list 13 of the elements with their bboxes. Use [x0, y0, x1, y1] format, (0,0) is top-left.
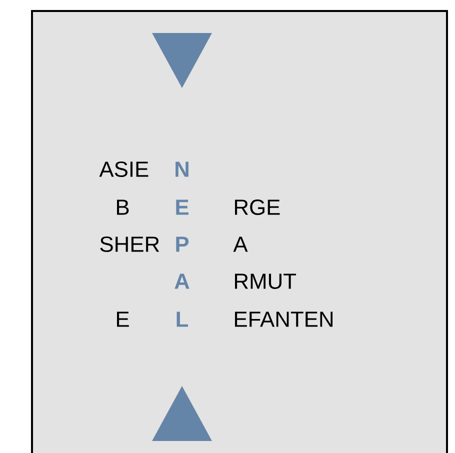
- word-fragment: RMUT: [235, 274, 296, 289]
- key-letter: E: [176, 200, 188, 215]
- key-letter: P: [176, 236, 189, 252]
- word-fragment: ASIE: [99, 161, 148, 177]
- key-letter: N: [176, 162, 188, 177]
- word-fragment: A: [233, 236, 248, 252]
- key-letter: L: [176, 312, 188, 327]
- word-fragment: B: [117, 200, 129, 215]
- word-fragment: E: [117, 312, 129, 327]
- word-fragment: SHER: [100, 236, 160, 252]
- word-fragment: RGE: [235, 199, 280, 215]
- key-letter: A: [174, 274, 190, 289]
- word-fragment: EFANTEN: [235, 312, 332, 327]
